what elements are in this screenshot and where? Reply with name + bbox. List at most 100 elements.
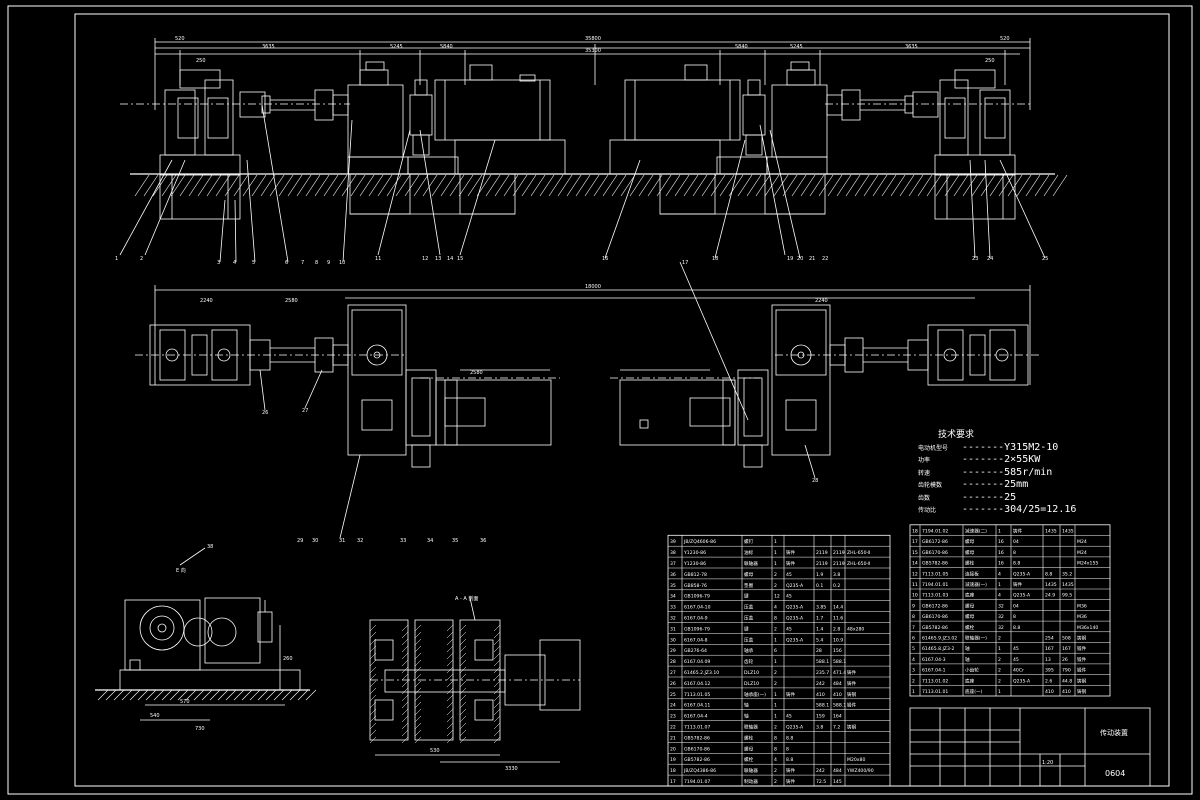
- bom-cell-name: 螺母: [965, 549, 975, 556]
- bom-cell-w2: 1435: [1062, 529, 1074, 535]
- bom-cell-code: 61465.8.JZ3-2: [922, 646, 955, 652]
- drawing-number: 0604: [1105, 769, 1125, 778]
- bom-cell-mat: 04: [1013, 539, 1019, 545]
- bom-cell-no: 35: [670, 583, 676, 589]
- bom-cell-name: 制动器: [744, 778, 758, 785]
- bom-cell-code: GB5782-86: [922, 625, 948, 631]
- section-hatch: [369, 624, 501, 744]
- bom-cell-mat: 45: [786, 626, 792, 632]
- bom-cell-qty: 16: [998, 539, 1004, 545]
- bom-cell-note: 铸件: [847, 669, 857, 676]
- bom-cell-w1: 72.5: [816, 779, 826, 785]
- bom-cell-qty: 8: [774, 616, 777, 622]
- bom-cell-code: 7113.01.05: [684, 692, 710, 698]
- bom-cell-w2: 588.1: [833, 703, 846, 709]
- bom-cell-note: 铸钢: [1077, 688, 1087, 695]
- bom-cell-w1: 8.8: [1045, 571, 1052, 577]
- bom-cell-mat: 8: [1013, 614, 1016, 620]
- bom-cell-code: GB1096-79: [684, 594, 710, 600]
- bom-cell-w2: 26: [1062, 657, 1068, 663]
- dim-right-a: 5840: [735, 44, 748, 50]
- dim-plan-left: 2240: [200, 298, 213, 304]
- bom-cell-mat: Q235-A: [786, 616, 804, 622]
- bom-cell-no: 1: [912, 689, 915, 695]
- bom-cell-no: 9: [912, 603, 915, 609]
- bom-cell-w1: 235.7: [816, 670, 829, 676]
- dim-sub-right: 250: [985, 58, 995, 64]
- bom-cell-w2: 410: [1062, 689, 1071, 695]
- bom-cell-note: M24: [1077, 539, 1087, 545]
- bom-cell-qty: 2: [774, 626, 777, 632]
- bom-cell-w2: 588.1: [833, 659, 846, 665]
- bom-cell-qty: 1: [998, 646, 1001, 652]
- bom-cell-w2: 484: [833, 681, 842, 687]
- tech-note-row: 传动比-------304/25=12.16: [918, 504, 1076, 517]
- tech-note-key: 齿数: [918, 494, 931, 502]
- bom-cell-qty: 12: [774, 594, 780, 600]
- bom-cell-code: GB1096-79: [684, 626, 710, 632]
- bom-cell-w1: 13: [1045, 657, 1051, 663]
- bom-cell-name: 齿轮: [744, 658, 754, 665]
- bom-cell-w1: 167: [1045, 646, 1054, 652]
- inner-border: [74, 13, 1170, 787]
- bom-cell-no: 32: [670, 616, 676, 622]
- section-detail: [369, 597, 581, 763]
- bom-cell-mat: Q235-A: [786, 583, 804, 589]
- bom-cell-no: 34: [670, 594, 676, 600]
- balloon-35: 35: [452, 538, 458, 544]
- bom-cell-mat: 45: [786, 572, 792, 578]
- balloon-32: 32: [357, 538, 363, 544]
- bom-cell-code: 7194.01.02: [922, 529, 948, 535]
- bom-cell-w1: 24.9: [1045, 593, 1055, 599]
- bom-cell-note: YWZ400/90: [846, 768, 874, 774]
- bom-cell-name: 连接板: [965, 570, 979, 577]
- bom-cell-note: 铸钢: [1077, 635, 1087, 642]
- bom-cell-code: 6167.04-3: [922, 657, 946, 663]
- bom-cell-qty: 32: [998, 603, 1004, 609]
- balloon-10: 10: [339, 260, 345, 266]
- tech-note-value: -------25: [962, 491, 1017, 503]
- dim-overall: 35800: [585, 36, 601, 42]
- bom-cell-code: GB812-78: [684, 572, 707, 578]
- bom-cell-mat: 铸件: [786, 549, 796, 556]
- bom-cell-note: ZHL-650-Ⅱ: [847, 550, 870, 556]
- balloon-5: 5: [252, 260, 255, 266]
- tech-note-row: 转速-------585r/min: [918, 467, 1076, 480]
- bom-cell-code: Y1230-86: [683, 561, 706, 567]
- bom-cell-mat: Q235-A: [1013, 571, 1031, 577]
- bom-cell-name: 螺母: [744, 571, 754, 578]
- bom-cell-qty: 8: [774, 735, 777, 741]
- balloon-34: 34: [427, 538, 433, 544]
- balloon-12: 12: [422, 256, 428, 262]
- bom-cell-w1: 242: [816, 768, 825, 774]
- bom-cell-note: M36: [1077, 614, 1087, 620]
- bom-cell-name: DLZ10: [744, 681, 759, 687]
- bom-cell-qty: 2: [774, 670, 777, 676]
- bom-cell-no: 36: [670, 572, 676, 578]
- balloon-7: 7: [301, 260, 304, 266]
- bom-cell-no: 25: [670, 692, 676, 698]
- dim-left-b: 5245: [390, 44, 403, 50]
- bom-cell-mat: 45: [786, 594, 792, 600]
- bom-cell-code: 6167.04-9: [684, 616, 708, 622]
- bom-cell-w2: 99.5: [1062, 593, 1072, 599]
- bom-cell-qty: 1: [998, 529, 1001, 535]
- tech-note-key: 转速: [918, 469, 931, 477]
- bom-cell-code: 6167.04.09: [684, 659, 710, 665]
- svg-text:570: 570: [180, 699, 190, 705]
- bom-cell-w2: 7.2: [833, 725, 840, 731]
- bom-cell-no: 28: [670, 659, 676, 665]
- bom-cell-no: 21: [670, 735, 676, 741]
- bom-cell-w1: 0.1: [816, 583, 823, 589]
